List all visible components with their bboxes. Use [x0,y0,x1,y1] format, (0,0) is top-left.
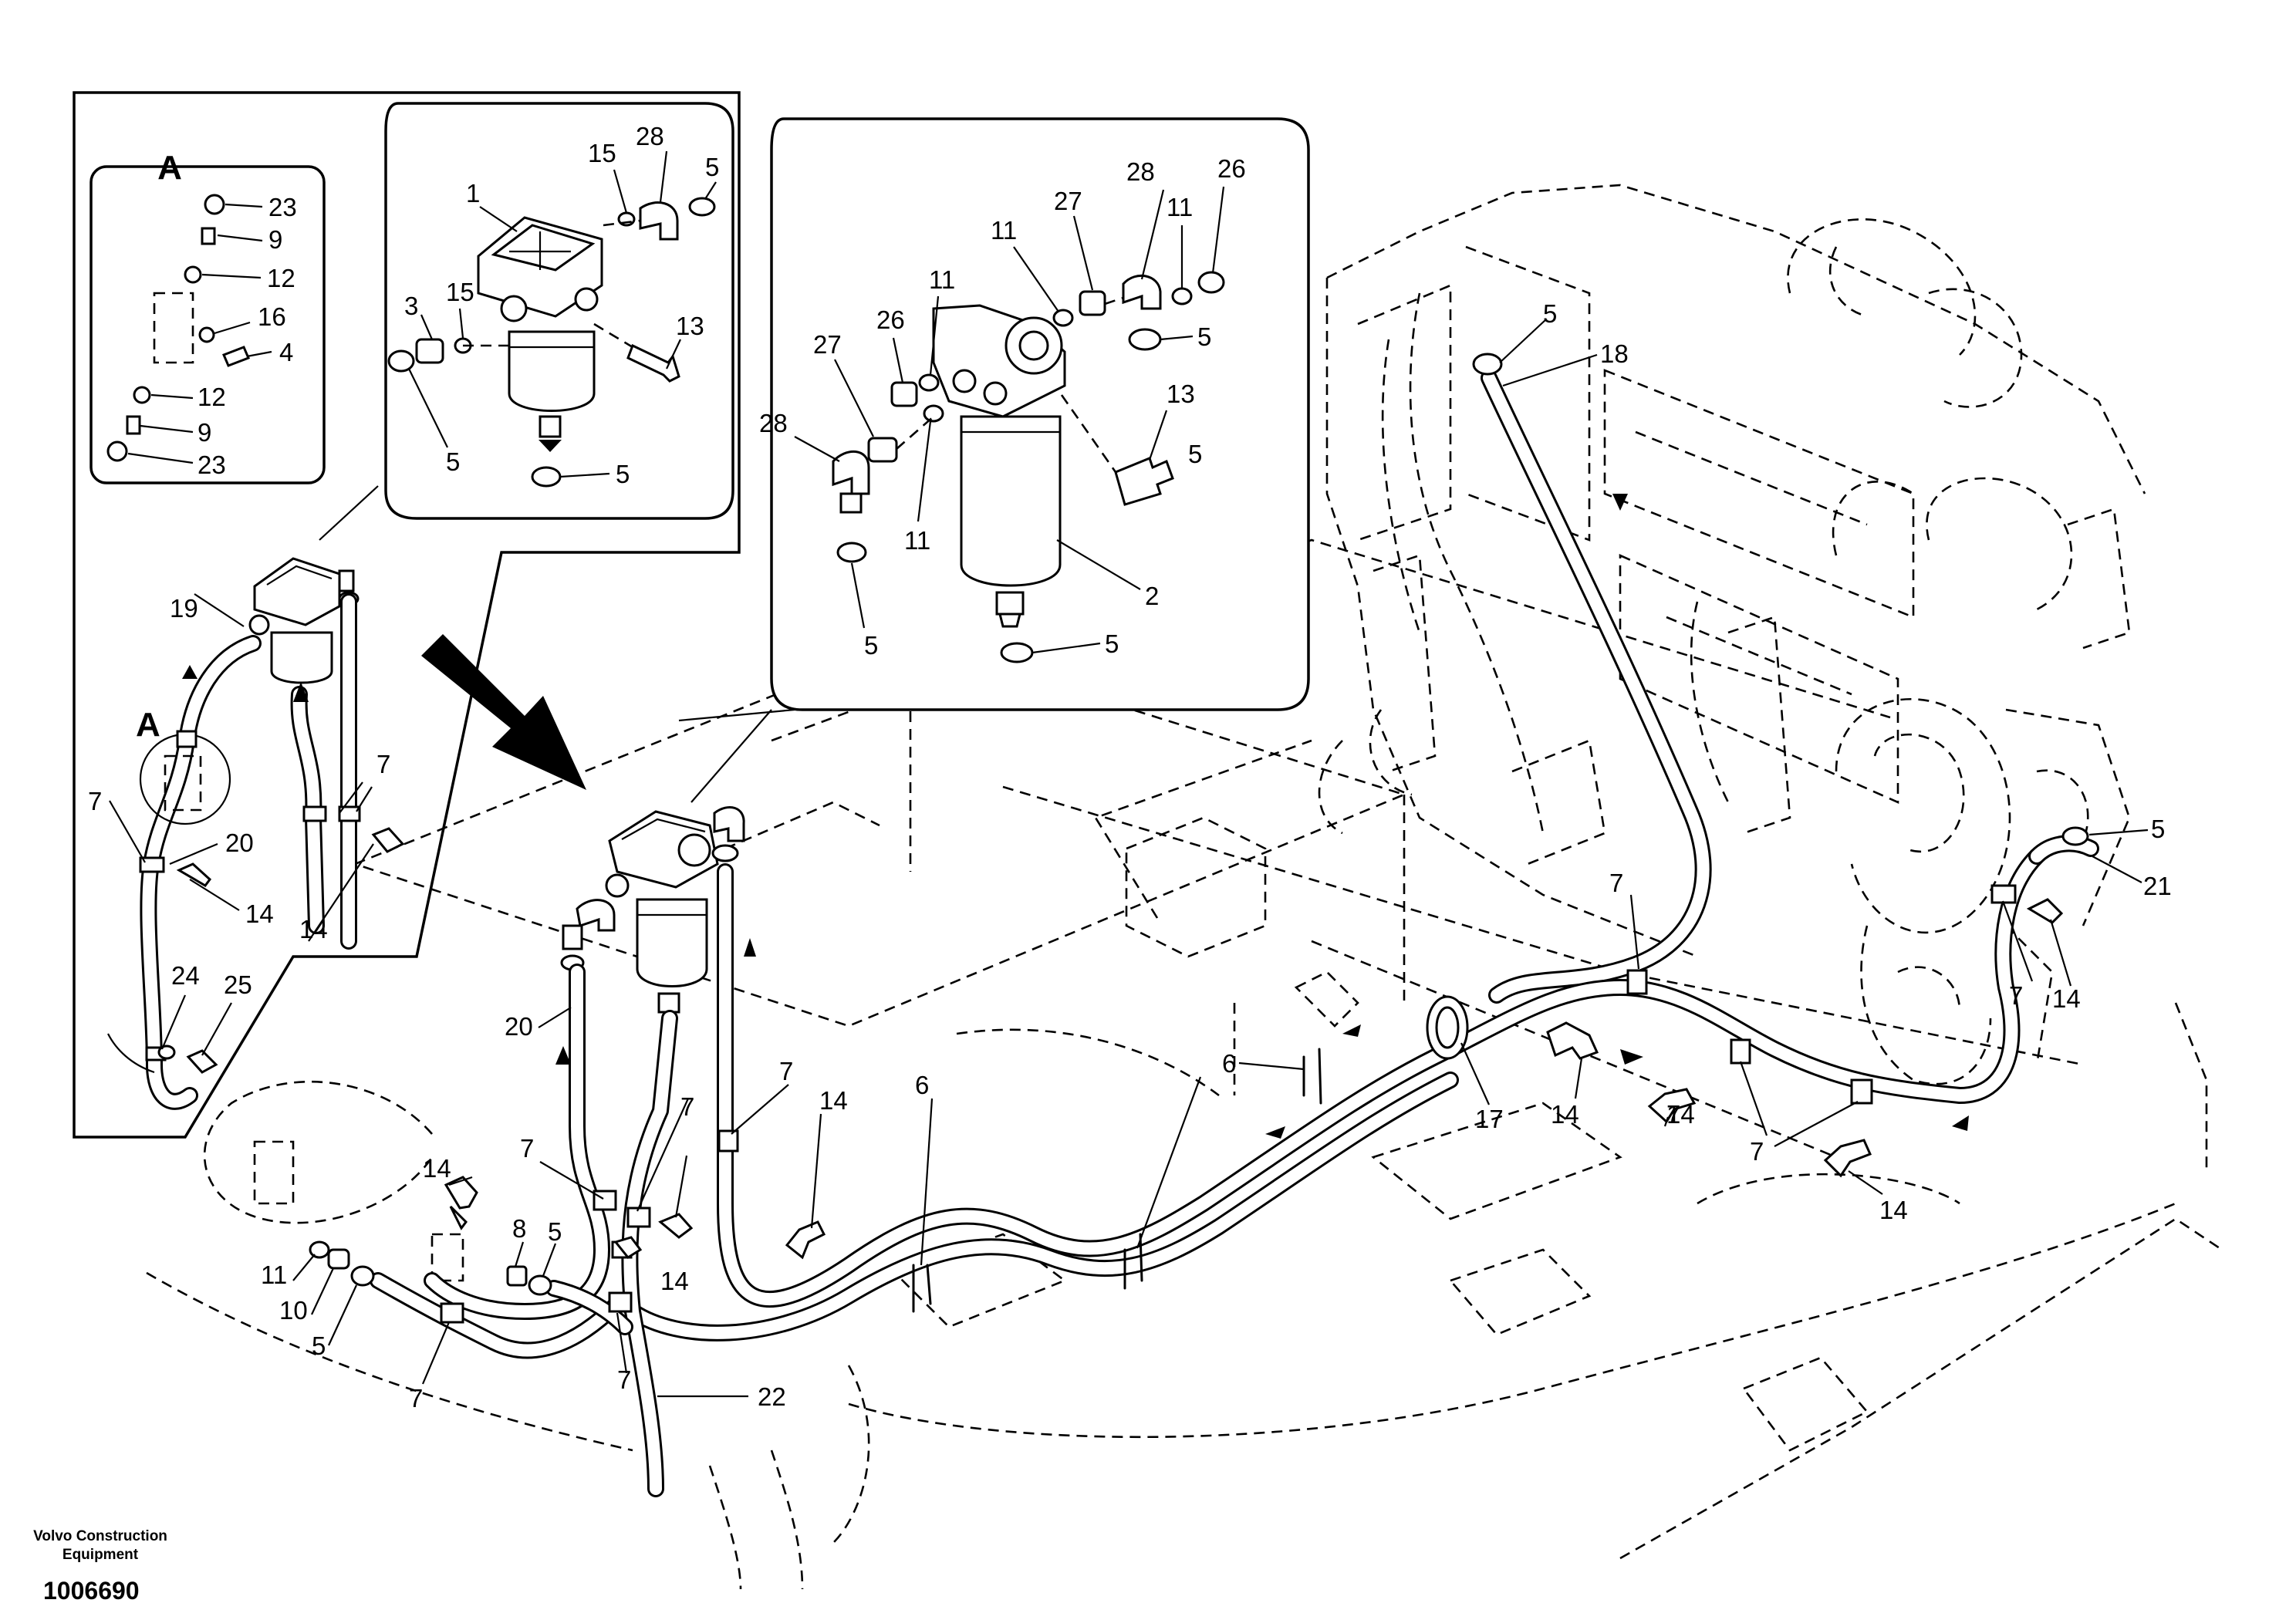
callout: 4 [279,338,293,366]
callout: 7 [88,787,102,815]
callout: 11 [904,526,930,555]
detail-panel-a: A [89,149,326,484]
callout: 12 [198,383,226,411]
callout: 28 [1126,157,1155,186]
callout: 21 [2143,872,2172,900]
callout: 12 [267,264,295,292]
main-fasteners [309,353,2089,1324]
callout: 23 [268,193,297,221]
callout: 28 [636,122,664,150]
callout: 25 [224,970,252,999]
callout: 14 [1666,1100,1695,1129]
callout: 13 [1167,380,1195,408]
callout: 14 [2052,984,2081,1013]
callout: 14 [245,899,274,928]
manufacturer-label: Volvo Construction Equipment [15,1527,185,1564]
callout: 7 [1666,1100,1680,1129]
detail-panel-filter-small [384,102,734,520]
callout: 23 [198,451,226,479]
callout: 5 [548,1217,562,1246]
callout: 22 [758,1382,786,1411]
callout: 20 [225,829,254,857]
callout: 14 [299,915,328,943]
callout: 14 [660,1267,689,1295]
callout: 13 [676,312,704,340]
callout: 19 [170,594,198,623]
detail-a-callouts: 23 9 12 16 4 12 9 23 [198,193,297,479]
callout: 7 [1609,869,1623,897]
detail-panel-filter-large [770,117,1310,711]
callout: 7 [680,1092,694,1121]
callout: 5 [312,1331,326,1360]
callout: A [136,706,160,744]
callout: 3 [404,292,418,320]
callout: 7 [617,1365,631,1394]
callout: 5 [1543,299,1557,328]
callout: 10 [279,1296,308,1325]
callout: 2 [1145,582,1159,610]
main-hoses [370,370,2099,1497]
callout: 20 [505,1012,533,1041]
callout: 11 [261,1261,287,1289]
manufacturer-line-2: Equipment [62,1547,139,1563]
callout: 26 [1217,154,1246,183]
callout: 17 [1475,1105,1504,1133]
callout: 14 [1551,1100,1579,1129]
main-callouts: 5 18 5 21 7 14 7 14 14 7 7 14 17 6 6 7 2… [261,299,2172,1412]
callout: 15 [588,139,616,167]
callout: 6 [1222,1049,1236,1078]
callout: 1 [466,179,480,208]
main-leaders [292,319,2149,1398]
callout: 11 [929,265,955,294]
callout: 9 [198,418,211,447]
callout: 14 [1879,1196,1908,1224]
callout: 5 [1105,629,1119,658]
callout: 11 [991,216,1017,245]
callout: 5 [1197,322,1211,351]
callout: 8 [512,1214,526,1243]
callout: 5 [2151,815,2165,843]
callout: 5 [705,153,719,181]
callout: 24 [171,961,200,990]
detail-a-title: A [157,149,182,187]
manufacturer-line-1: Volvo Construction [33,1528,167,1544]
callout: 11 [1167,193,1193,221]
overview-left-callouts: 19 A 7 20 14 7 14 24 25 [88,594,390,999]
callout: 14 [423,1154,451,1183]
callout: 6 [915,1071,929,1099]
detail-filter-large-callouts: 28 26 27 11 11 26 27 11 13 11 28 5 5 2 5… [759,154,1246,660]
engine-dashed-outline [1318,184,2146,1085]
callout: 18 [1600,339,1629,368]
callout: 16 [258,302,286,331]
callout: 26 [876,305,905,334]
callout: 15 [446,278,474,306]
callout: 7 [779,1057,793,1085]
callout: 14 [819,1086,848,1115]
detail-filter-small-callouts: 28 15 5 1 15 3 13 5 5 [404,122,719,488]
callout: 28 [759,409,788,437]
callout: 5 [446,447,460,476]
overview-panel-left [73,91,795,1139]
document-number: 1006690 [43,1577,140,1605]
callout: 5 [616,460,630,488]
callout: 5 [864,631,878,660]
callout: 27 [1054,187,1082,215]
callout: 9 [268,225,282,254]
callout: 7 [520,1134,534,1163]
callout: 27 [813,330,842,359]
callout: 7 [1750,1137,1764,1166]
callout: 7 [376,750,390,778]
callout: 7 [409,1384,423,1412]
callout: 7 [2009,981,2023,1010]
callout: 5 [1188,440,1202,468]
main-filter-assembly [560,806,745,1014]
